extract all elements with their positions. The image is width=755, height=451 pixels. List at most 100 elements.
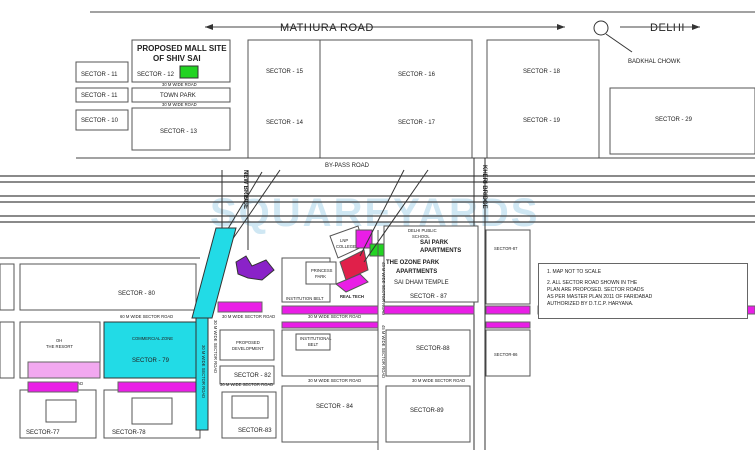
- sector-11-label-a: SECTOR - 11: [81, 72, 118, 78]
- sai-dham-label: SAI DHAM TEMPLE: [394, 280, 449, 286]
- sector-83-label: SECTOR-83: [238, 428, 272, 434]
- pointer-line-1: [363, 169, 429, 263]
- princess-park-line2: PARK: [315, 274, 326, 279]
- oh-label-line1: OH: [56, 338, 62, 343]
- badkhal-pointer-line: [605, 33, 633, 53]
- sector-77-inner: [45, 399, 77, 423]
- bypass-road-label: BY-PASS ROAD: [325, 163, 370, 169]
- pointer-line-2: [359, 169, 405, 257]
- sector-17-label: SECTOR - 17: [398, 120, 436, 126]
- sector-87-label: SECTOR - 87: [410, 294, 448, 300]
- sector-78-label: SECTOR-78: [112, 430, 146, 436]
- institution-belt-label: INSTITUTION BELT: [286, 296, 324, 301]
- mall-title-line1: PROPOSED MALL SITE: [137, 44, 227, 53]
- road-magenta-main-c: [485, 305, 531, 315]
- sector-77-block: [19, 389, 97, 439]
- sector-84-block: [281, 385, 379, 443]
- sector-84-label: SECTOR - 84: [316, 404, 354, 410]
- sector-88-label: SECTOR-88: [416, 346, 450, 352]
- road-30m-sector-label-f: 30 M WIDE SECTOR ROAD: [412, 378, 465, 383]
- magenta-plot-small: [217, 301, 263, 313]
- sector-86-right-block: [485, 329, 531, 377]
- sai-park-label-line2: APARTMENTS: [420, 248, 461, 254]
- delhi-label: DELHI: [650, 22, 685, 34]
- mathura-road-label: MATHURA ROAD: [280, 22, 374, 34]
- sector-13-block: [131, 107, 231, 151]
- sector-11-block-b: [75, 87, 129, 103]
- institutional-belt-line2: BELT: [308, 342, 319, 347]
- new-bridge-label: NEW BRIDGE: [242, 170, 248, 209]
- oh-pink-strip: [27, 361, 101, 379]
- road-magenta-lower-left-a: [27, 381, 79, 393]
- road-30m-sector-vertical-b: 30 M WIDE SECTOR ROAD: [201, 345, 206, 398]
- far-left-block: [0, 263, 15, 311]
- far-left-block-2: [0, 321, 15, 379]
- mall-site-green-plot: [179, 65, 199, 79]
- princess-park-block: [305, 261, 337, 285]
- road-magenta-lower-left-b: [117, 381, 201, 393]
- note-line-1: 1. MAP NOT TO SCALE: [547, 269, 602, 275]
- arrow-right-icon: [557, 24, 565, 30]
- sector-79-commercial-plot: [103, 321, 201, 379]
- railway-tracks: [0, 175, 755, 223]
- road-30m-sector-vertical: 30 M WIDE SECTOR ROAD: [213, 320, 218, 373]
- sector-82-block: [219, 365, 275, 385]
- sector-87-right-label: SECTOR-87: [494, 246, 518, 251]
- town-park-label: TOWN PARK: [160, 93, 196, 99]
- sector-14-label: SECTOR - 14: [266, 120, 304, 126]
- road-30m-label-b: 30 M WIDE ROAD: [162, 102, 197, 107]
- sector-79-label: SECTOR - 79: [132, 358, 170, 364]
- road-30m-sector-label-c: 30 M WIDE SECTOR ROAD: [220, 382, 273, 387]
- sai-dham-block: [383, 225, 479, 303]
- ozone-park-label-line1: THE OZONE PARK: [386, 260, 440, 266]
- sector-80-label: SECTOR - 80: [118, 291, 156, 297]
- sector-11-block-a: [75, 61, 129, 83]
- sector-29-block: [609, 87, 755, 155]
- sector-80-block: [19, 263, 197, 311]
- institutional-belt-line1: INSTITUTIONAL: [300, 336, 332, 341]
- sector-29-label: SECTOR - 29: [655, 117, 693, 123]
- watermark: SQUAREYARDS: [210, 191, 539, 235]
- road-magenta-main-a: [281, 305, 379, 315]
- commercial-zone-label: COMMERCIAL ZONE: [132, 336, 173, 341]
- sector-15-label: SECTOR - 15: [266, 69, 304, 75]
- sector-10-label: SECTOR - 10: [81, 118, 119, 124]
- sector-13-label: SECTOR - 13: [160, 129, 198, 135]
- lnp-college-line1: LNP: [340, 238, 348, 243]
- note-line-2: 2. ALL SECTOR ROAD SHOWN IN THE PLAN ARE…: [547, 280, 653, 307]
- arrow-left-icon: [205, 24, 213, 30]
- institutional-belt-inner: [295, 333, 331, 351]
- lnp-college-line2: COLLEGE: [336, 244, 356, 249]
- crimson-plot: [339, 249, 369, 281]
- sector-89-label: SECTOR-89: [410, 408, 444, 414]
- sector-19-label: SECTOR - 19: [523, 118, 561, 124]
- sector-89-block: [385, 385, 471, 443]
- sector-10-block: [75, 109, 129, 131]
- road-magenta-main-b: [383, 305, 475, 315]
- oh-label-line2: THE RESORT: [46, 344, 73, 349]
- sector-86-right-label: SECTOR-86: [494, 352, 518, 357]
- road-30m-label-a: 30 M WIDE ROAD: [162, 82, 197, 87]
- proposed-label-line1: PROPOSED: [236, 340, 260, 345]
- real-tech-label: REAL TECH: [340, 294, 364, 299]
- road-45m-vertical-a: 45 M WIDE SECTOR ROAD: [381, 262, 386, 315]
- sector-12-label: SECTOR - 12: [137, 72, 175, 78]
- dps-label-line1: DELHI PUBLIC: [408, 228, 437, 233]
- arrow-right-icon: [692, 24, 700, 30]
- sai-park-label-line1: SAI PARK: [420, 240, 449, 246]
- sector-16-label: SECTOR - 16: [398, 72, 436, 78]
- cyan-strip-vertical: [195, 317, 209, 431]
- mall-title-line2: OF SHIV SAI: [153, 54, 201, 63]
- sector-18-label: SECTOR - 18: [523, 69, 561, 75]
- road-30m-sector-label-e: 30 M WIDE SECTOR ROAD: [308, 378, 361, 383]
- sector-78-inner: [131, 397, 173, 425]
- sector-77-label: SECTOR-77: [26, 430, 60, 436]
- road-magenta-second-a: [281, 321, 379, 329]
- sector-88-block: [385, 329, 471, 377]
- town-park-block: [131, 87, 231, 103]
- cyan-strip-bridge: [191, 227, 237, 319]
- map-notes-box: 1. MAP NOT TO SCALE 2. ALL SECTOR ROAD S…: [538, 263, 748, 319]
- road-magenta-second-b: [485, 321, 531, 329]
- badkhal-chowk-label: BADKHAL CHOWK: [628, 59, 680, 65]
